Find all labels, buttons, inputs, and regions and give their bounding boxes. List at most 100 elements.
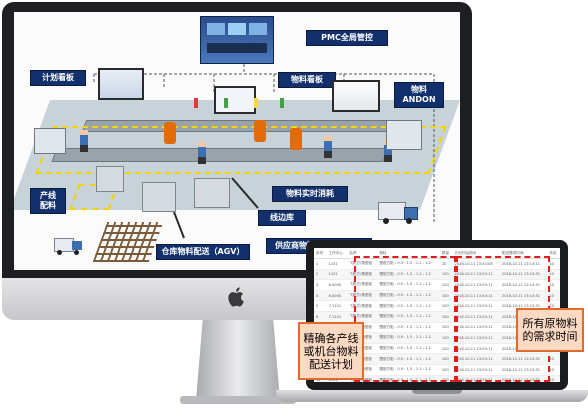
table-cell: 2018-10-11 13:13:51 xyxy=(499,364,548,376)
worker-3 xyxy=(324,136,332,158)
delivery-truck-icon xyxy=(378,202,418,226)
label-line-distribution: 产线 配料 xyxy=(30,188,66,214)
table-cell: 塑胶方柜 - 0.9 - 1.5 - 1.1 - 1.2 xyxy=(377,279,440,291)
table-cell: 塑胶方柜 - 0.9 - 1.5 - 1.1 - 1.2 xyxy=(377,353,440,365)
table-cell: 100 xyxy=(439,290,453,302)
table-cell: 2018-10-11 13:53:11 xyxy=(452,332,500,344)
col-header: 计划开始时间 xyxy=(452,248,500,259)
table-cell: 7.1101 xyxy=(326,311,348,323)
table-cell: 2018-10-11 13:53:11 xyxy=(452,343,500,355)
table-cell: 10 xyxy=(547,290,560,302)
table-cell: 6.0000 xyxy=(326,290,348,302)
table-cell: 塑胶方柜 - 0.9 - 1.5 - 1.1 - 1.2 xyxy=(377,343,440,355)
material-shelf-2 xyxy=(194,178,230,208)
table-cell: 2018-10-11 13:13:51 xyxy=(499,279,548,291)
table-cell: 2018-10-11 13:53:11 xyxy=(452,290,500,302)
table-cell: 2018-10-11 13:53:11 xyxy=(452,279,500,291)
andon-lights xyxy=(194,98,284,108)
label-line: 产线 xyxy=(40,191,56,200)
table-cell: 塑胶方柜 - 0.9 - 1.5 - 1.1 - 1.2 xyxy=(377,258,440,270)
table-cell: 塑胶方柜 - 0.9 - 1.5 - 1.1 - 1.2 xyxy=(377,332,440,344)
table-cell: 100 xyxy=(439,311,453,323)
table-cell: 2018-10-11 13:53:11 xyxy=(452,322,500,334)
machine-right xyxy=(386,120,422,150)
table-cell: 20 xyxy=(439,258,453,270)
table-cell: 100 xyxy=(439,332,453,344)
col-header: 状态 xyxy=(547,248,560,259)
table-cell: 塑胶方柜 - 0.9 - 1.5 - 1.1 - 1.2 xyxy=(377,311,440,323)
apple-logo-icon xyxy=(228,287,244,307)
table-cell: 100 xyxy=(439,353,453,365)
laptop-base xyxy=(276,390,588,402)
table-cell: 1101 xyxy=(326,269,348,281)
label-plan-board: 计划看板 xyxy=(30,70,86,86)
table-cell: 2018-10-11 13:53:11 xyxy=(452,353,500,365)
table-cell: 100 xyxy=(439,269,453,281)
label-andon: ANDON xyxy=(402,95,436,104)
worker-4 xyxy=(384,140,392,162)
connector-lines xyxy=(93,64,435,239)
robot-arm-3 xyxy=(290,128,302,150)
table-cell: 10 xyxy=(547,375,560,382)
table-cell: 6.0000 xyxy=(326,279,348,291)
table-cell: 10 xyxy=(547,269,560,281)
table-cell: 100 xyxy=(439,279,453,291)
agv-truck-icon xyxy=(54,238,84,256)
col-header: 工作中心 xyxy=(326,248,348,259)
imac-base xyxy=(180,396,296,404)
table-cell: 塑胶方柜 - 0.9 - 1.5 - 1.1 - 1.2 xyxy=(377,375,440,382)
table-cell: 2 xyxy=(314,269,327,281)
table-cell: 飞机方/角型柜 xyxy=(347,258,378,270)
table-cell: 飞机方/角型柜 xyxy=(347,311,378,323)
worker-1 xyxy=(80,130,88,152)
table-cell: 塑胶方柜 - 0.9 - 1.5 - 1.1 - 1.2 xyxy=(377,269,440,281)
table-cell: 4 xyxy=(314,290,327,302)
plan-board-screen xyxy=(98,68,144,100)
callout-distribution-plan: 精确各产线或机台物料配送计划 xyxy=(298,322,364,380)
table-cell: 10 xyxy=(547,279,560,291)
table-cell: 飞机方/角型柜 xyxy=(347,279,378,291)
label-line-side-store: 线边库 xyxy=(258,210,306,226)
highlight-plan-columns xyxy=(354,256,456,382)
machine-left xyxy=(34,128,66,154)
material-board-screen-1 xyxy=(214,86,256,114)
col-header: 序号 xyxy=(314,248,327,259)
label-material-andon: 物料 ANDON xyxy=(394,82,444,108)
laptop-notch xyxy=(412,390,462,394)
table-cell: 100 xyxy=(439,364,453,376)
pmc-control-room-image xyxy=(200,16,274,64)
callout-demand-time: 所有原物料的需求时间 xyxy=(516,308,584,352)
table-cell: 100 xyxy=(439,343,453,355)
material-board-screen-2 xyxy=(332,80,380,112)
table-cell: 塑胶方柜 - 0.9 - 1.5 - 1.1 - 1.2 xyxy=(377,290,440,302)
table-cell: 飞机方/角型柜 xyxy=(347,269,378,281)
worker-2 xyxy=(198,142,206,164)
table-cell: 2018-10-11 13:53:11 xyxy=(452,269,500,281)
table-cell: 2018-10-11 13:53:08 xyxy=(452,258,500,270)
table-cell: 10 xyxy=(547,364,560,376)
col-header: 名称 xyxy=(347,248,378,259)
material-shelf-1 xyxy=(142,182,176,212)
robot-arm-1 xyxy=(164,122,176,144)
table-cell: 5 xyxy=(314,300,327,312)
col-header: 配送需求时间 xyxy=(499,248,548,259)
table-cell: 2018-10-11 13:53:11 xyxy=(452,300,500,312)
table-cell: 塑胶方柜 - 0.9 - 1.5 - 1.1 - 1.2 xyxy=(377,364,440,376)
table-cell: 塑胶方柜 - 0.9 - 1.5 - 1.1 - 1.2 xyxy=(377,300,440,312)
label-material: 物料 xyxy=(411,85,427,94)
table-cell: 100 xyxy=(439,322,453,334)
label-dist: 配料 xyxy=(40,201,56,210)
table-cell: 塑胶方柜 - 0.9 - 1.5 - 1.1 - 1.2 xyxy=(377,322,440,334)
table-header-row: 序号 工作中心 名称 物料 数量 计划开始时间 配送需求时间 状态 xyxy=(314,248,560,259)
table-cell: 2018-10-11 13:13:51 xyxy=(499,290,548,302)
table-cell: 2018-10-11 13:53:11 xyxy=(452,364,500,376)
table-cell: 6 xyxy=(314,311,327,323)
table-cell: 10 xyxy=(547,353,560,365)
table-cell: 100 xyxy=(439,300,453,312)
col-header: 数量 xyxy=(439,248,453,259)
